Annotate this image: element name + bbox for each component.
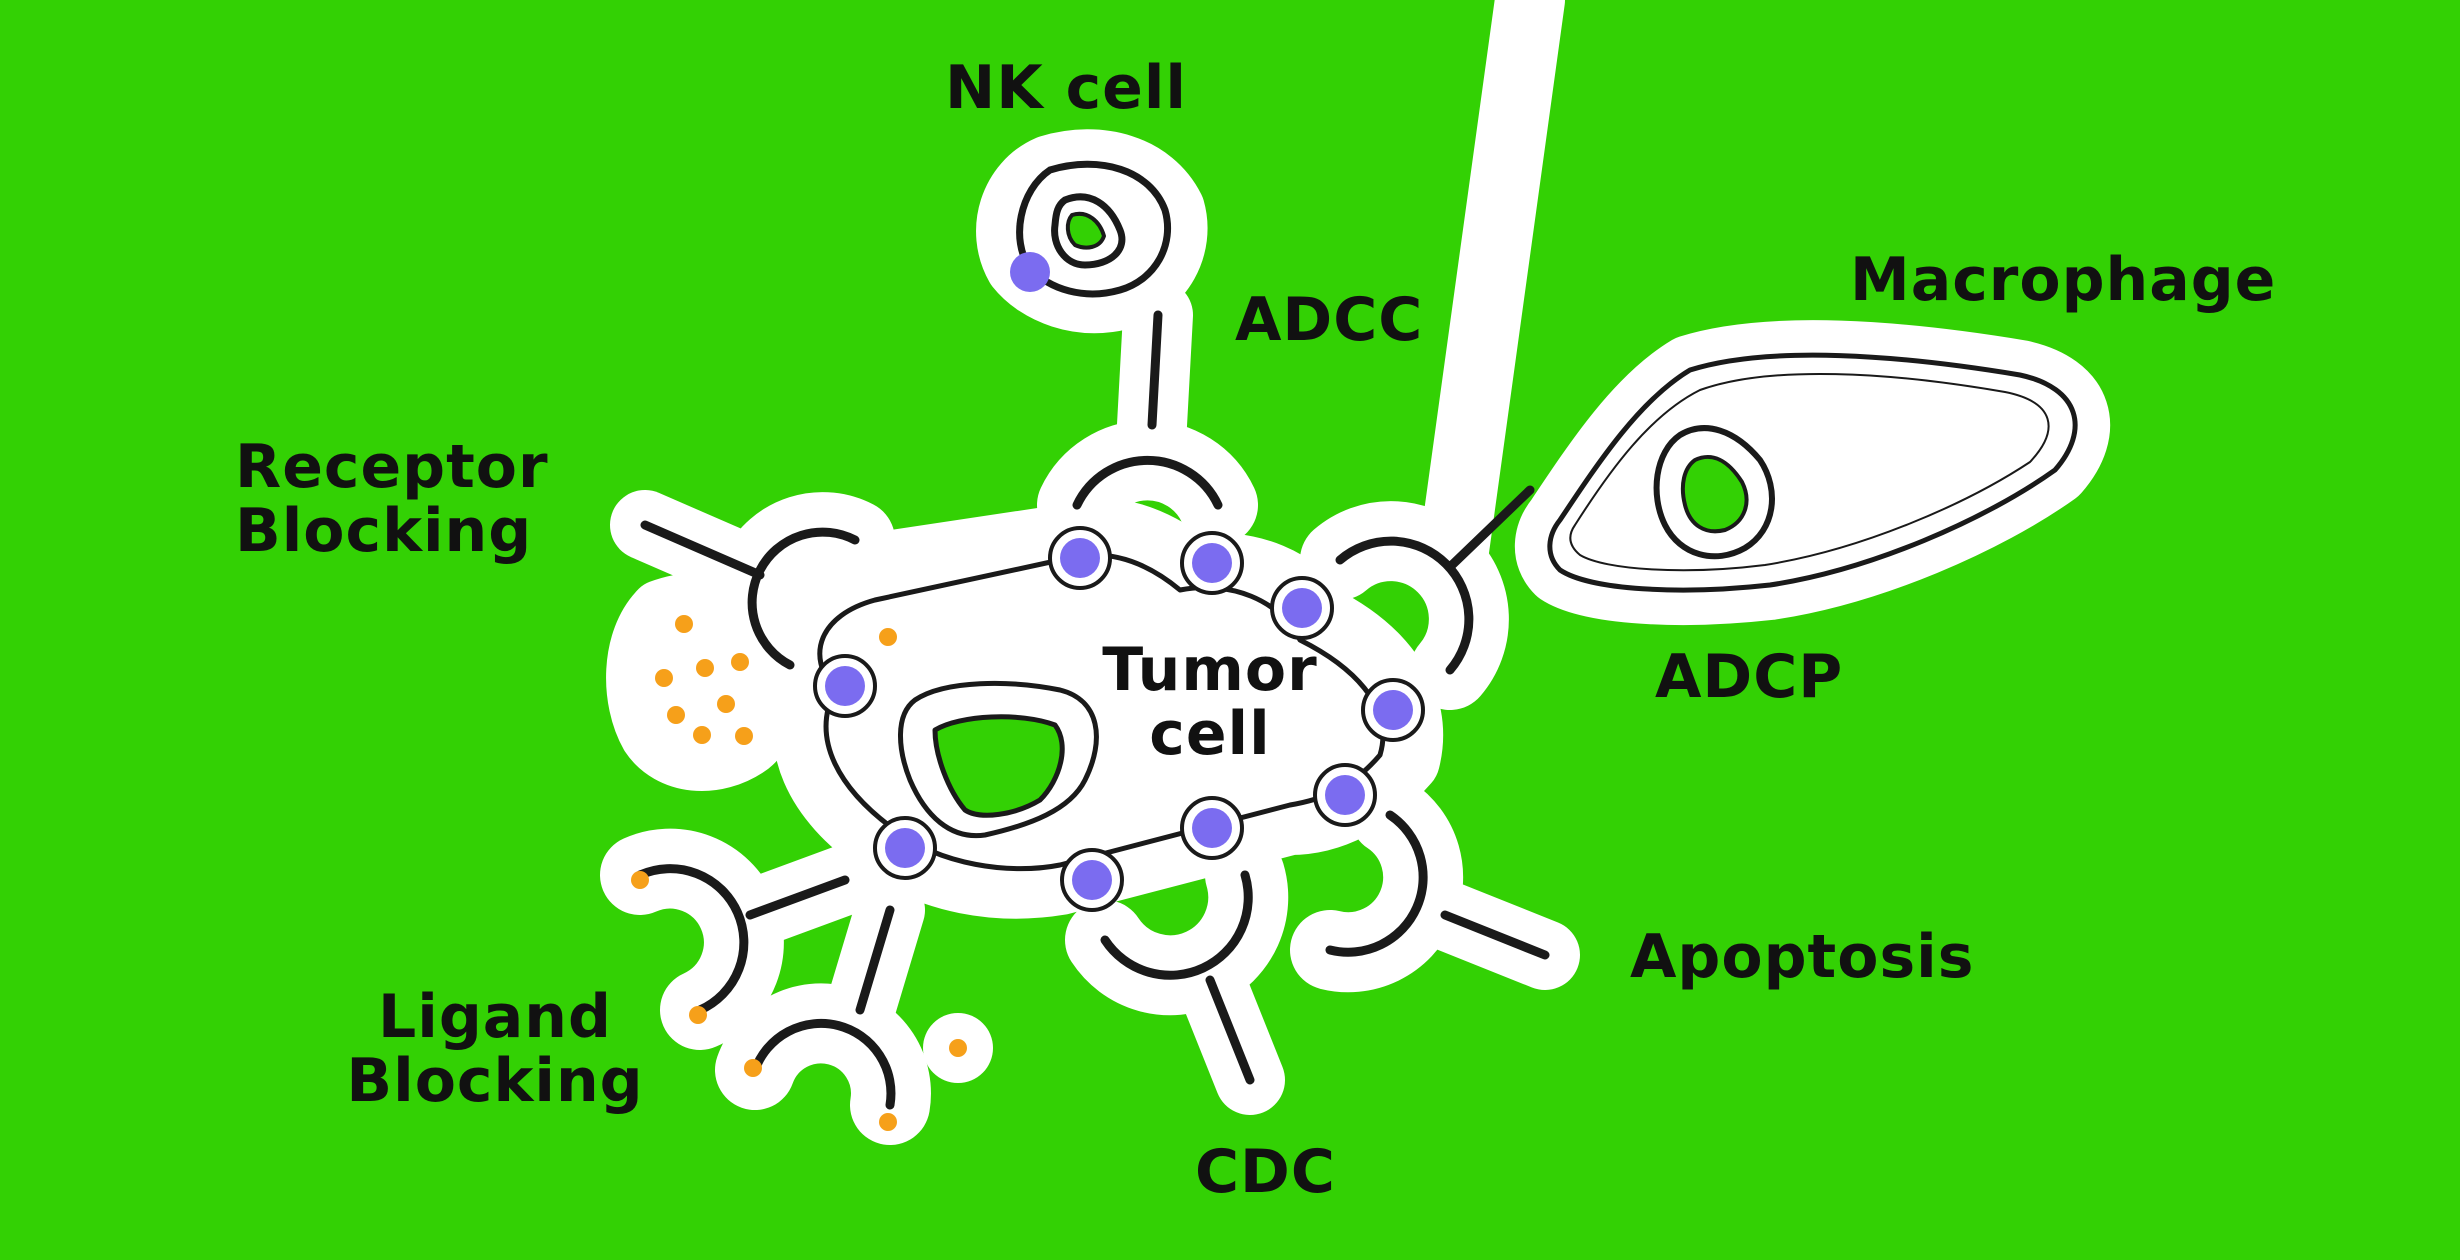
ligand-dot [744,1059,762,1077]
ligand-cap-a [635,864,749,1015]
ligand-dot [696,659,714,677]
tumor-cell-label: Tumor cell [1090,638,1330,766]
nk-cell-membrane [1016,160,1172,298]
antibody-dot [1072,860,1112,900]
receptor-stem [640,520,765,580]
ligand-dot [655,669,673,687]
antibody-dot [885,828,925,868]
adcc-cap [1072,455,1223,510]
ligand-dot [689,1006,707,1024]
adcp-cap [1335,536,1474,675]
macrophage-label: Macrophage [1850,245,2277,315]
ligand-dot [949,1039,967,1057]
antibody-dot [1192,543,1232,583]
receptor-cap [747,527,860,670]
adcp-stem [1447,485,1535,570]
ligand-dot [731,653,749,671]
ligand-dot [667,706,685,724]
tumor-cell-label-line1: Tumor [1102,635,1318,705]
apoptosis-label: Apoptosis [1630,922,1975,992]
ligand-stem-a [745,875,850,920]
ligand-blocking-label-line1: Ligand [378,982,612,1052]
nk-cell-label: NK cell [945,53,1187,123]
ligand-blocking-label-line2: Blocking [346,1046,644,1116]
cdc-label: CDC [1195,1137,1336,1207]
nk-cell-nucleolus [1065,211,1106,250]
ligand-dot-layer [631,615,967,1131]
nk-antibody-dot [1010,252,1050,292]
antibody-dot [1282,588,1322,628]
antibody-dot [1192,808,1232,848]
receptor-blocking-label-line1: Receptor [235,432,549,502]
ligand-dot [675,615,693,633]
ligand-dot [717,695,735,713]
antibody-dot [1373,690,1413,730]
tumor-nucleolus [932,714,1065,818]
nk-stem [1147,310,1163,430]
ligand-dot [879,1113,897,1131]
ligand-cap-b [750,1018,896,1110]
ligand-dot [735,727,753,745]
apoptosis-cap [1325,810,1428,957]
ligand-dot [879,628,897,646]
antibody-dot [1060,538,1100,578]
outline-layer [635,160,2078,1110]
antibody-dot [825,666,865,706]
macrophage-inner-membrane [1569,372,2050,572]
receptor-blocking-label: Receptor Blocking [235,435,549,563]
macrophage-nucleolus [1680,454,1749,534]
antibody-dot [1325,775,1365,815]
cdc-cap [1100,870,1253,980]
ligand-stem-b [855,905,895,1015]
ligand-dot [693,726,711,744]
adcc-label: ADCC [1235,285,1424,355]
tumor-cell-label-line2: cell [1149,699,1271,769]
ligand-dot [631,871,649,889]
ligand-blocking-label: Ligand Blocking [325,985,665,1113]
apoptosis-stem [1440,910,1550,960]
adcp-stem-halo [1417,0,1565,600]
receptor-blocking-label-line2: Blocking [235,496,533,566]
cdc-stem [1205,975,1255,1085]
antibody-dot-layer [813,252,1425,912]
adcp-label: ADCP [1655,642,1844,712]
